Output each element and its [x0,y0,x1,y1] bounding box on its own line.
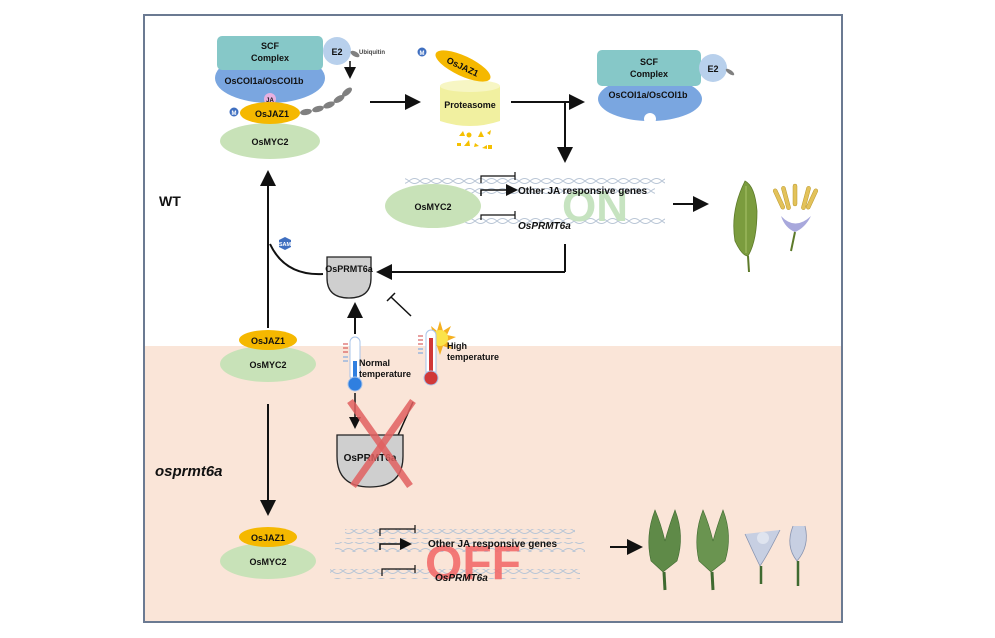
scf-complex-free: SCF Complex OsCOI1a/OsCOI1b E2 [597,50,735,125]
myc2-ellipse [220,123,320,159]
scf-label: SCF [640,57,659,67]
jaz1-label: OsJAZ1 [251,336,285,346]
ja-circle [264,93,276,105]
sam-label: SAM [279,242,292,248]
e2-label: E2 [331,47,342,57]
methylation-curve [269,243,324,276]
proteasome-lid [440,80,500,92]
methyl-label: M [420,51,425,57]
other-ja-genes-label: Other JA responsive genes [518,186,648,197]
myc2-ellipse [385,184,481,228]
ja-pocket-empty [644,113,656,125]
normal-temp-label: Normal [359,358,390,368]
jaz1-ellipse [240,102,300,124]
jaz1-degrading [435,50,491,82]
myc2-label: OsMYC2 [249,557,286,567]
ubiquitin-label: Ubiquitin [359,50,385,56]
sam-icon [279,237,291,250]
myc2-ellipse [220,543,316,579]
jaz1-ellipse [239,527,297,547]
osprmt6a-gene-label: OsPRMT6a [435,573,488,584]
jaz1-ellipse [239,330,297,350]
prmt6a-label: OsPRMT6a [325,264,374,274]
high-temp-label-2: temperature [447,352,499,362]
methyl-mark-icon [416,46,428,58]
myc2-label: OsMYC2 [249,360,286,370]
pathway-diagram: WT osprmt6a SCF Complex E2 OsCOI1a/OsCOI… [155,36,819,591]
mutant-spikelet-image-2 [696,509,729,591]
complex-label: Complex [630,69,668,79]
methyl-label: M [232,111,237,117]
scf-complex-bound: SCF Complex E2 OsCOI1a/OsCOI1b JA OsMYC2… [215,36,385,159]
dna-strand [345,529,575,539]
proteasome-label: Proteasome [444,100,496,110]
jaz1-label: OsJAZ1 [255,109,289,119]
dna-strand [435,184,655,194]
wt-gene-activation: ON OsMYC2 Other JA responsive genes OsPR… [385,172,665,232]
e2-circle-free [699,54,727,82]
mutant-floret-image-2 [789,525,807,586]
ja-label: JA [266,98,274,104]
inhibit-promoter [379,528,415,536]
proteasome: OsJAZ1 M Proteasome [416,46,500,149]
mutant-spikelet-image-1 [648,509,681,591]
inhibit-high-temp [390,296,412,317]
normal-thermometer-icon [343,336,363,392]
myc2-ellipse [220,346,316,382]
high-temp-label: High [447,341,467,351]
ubiquitin-chain [300,50,360,116]
high-temperature-icon [418,321,456,386]
e2-label: E2 [707,64,718,74]
scf-label: SCF [261,41,280,51]
wt-spikelet-image [733,180,758,273]
myc2-label: OsMYC2 [414,202,451,212]
dna-strand [425,216,665,226]
other-ja-genes-label: Other JA responsive genes [428,539,558,550]
methyl-mark-icon [228,106,240,118]
proteasome-body [440,86,500,126]
scf-box [217,36,323,70]
promoter-arrow [480,184,518,196]
scf-box-free [597,50,701,86]
coi1-receptor-free [598,77,702,121]
complex-label: Complex [251,53,289,63]
receptor-label: OsCOI1a/OsCOI1b [608,90,688,100]
off-label: OFF [425,537,521,590]
mutant-label: osprmt6a [155,463,223,480]
wt-label: WT [159,193,181,209]
dna-strand [405,174,665,184]
inhibit-bar [386,292,396,302]
osprmt6a-gene-label: OsPRMT6a [518,221,571,232]
jaz1-label: OsJAZ1 [251,533,285,543]
receptor-label: OsCOI1a/OsCOI1b [224,76,304,86]
prmt6a-protein-wt: OsPRMT6a [325,256,374,299]
wt-floret-image [772,183,819,252]
on-label: ON [562,182,628,231]
inhibit-promoter [480,214,515,220]
inhibit-promoter [381,568,415,576]
ubiquitin-remnant [725,68,735,76]
mutant-floret-image-1 [744,529,781,584]
knockout-cross-icon [347,398,416,489]
diagram-frame: WT osprmt6a SCF Complex E2 OsCOI1a/OsCOI… [143,14,843,623]
dna-strand [330,569,580,579]
inhibit-promoter [480,175,515,183]
peptide-fragments [457,130,492,149]
dna-strand [335,542,585,552]
normal-temp-label-2: temperature [359,369,411,379]
e2-circle [323,37,351,65]
promoter-arrow [379,538,412,550]
myc2-label: OsMYC2 [251,137,288,147]
mutant-gene-repression: OFF Other JA responsive genes OsPRMT6a [330,525,585,590]
